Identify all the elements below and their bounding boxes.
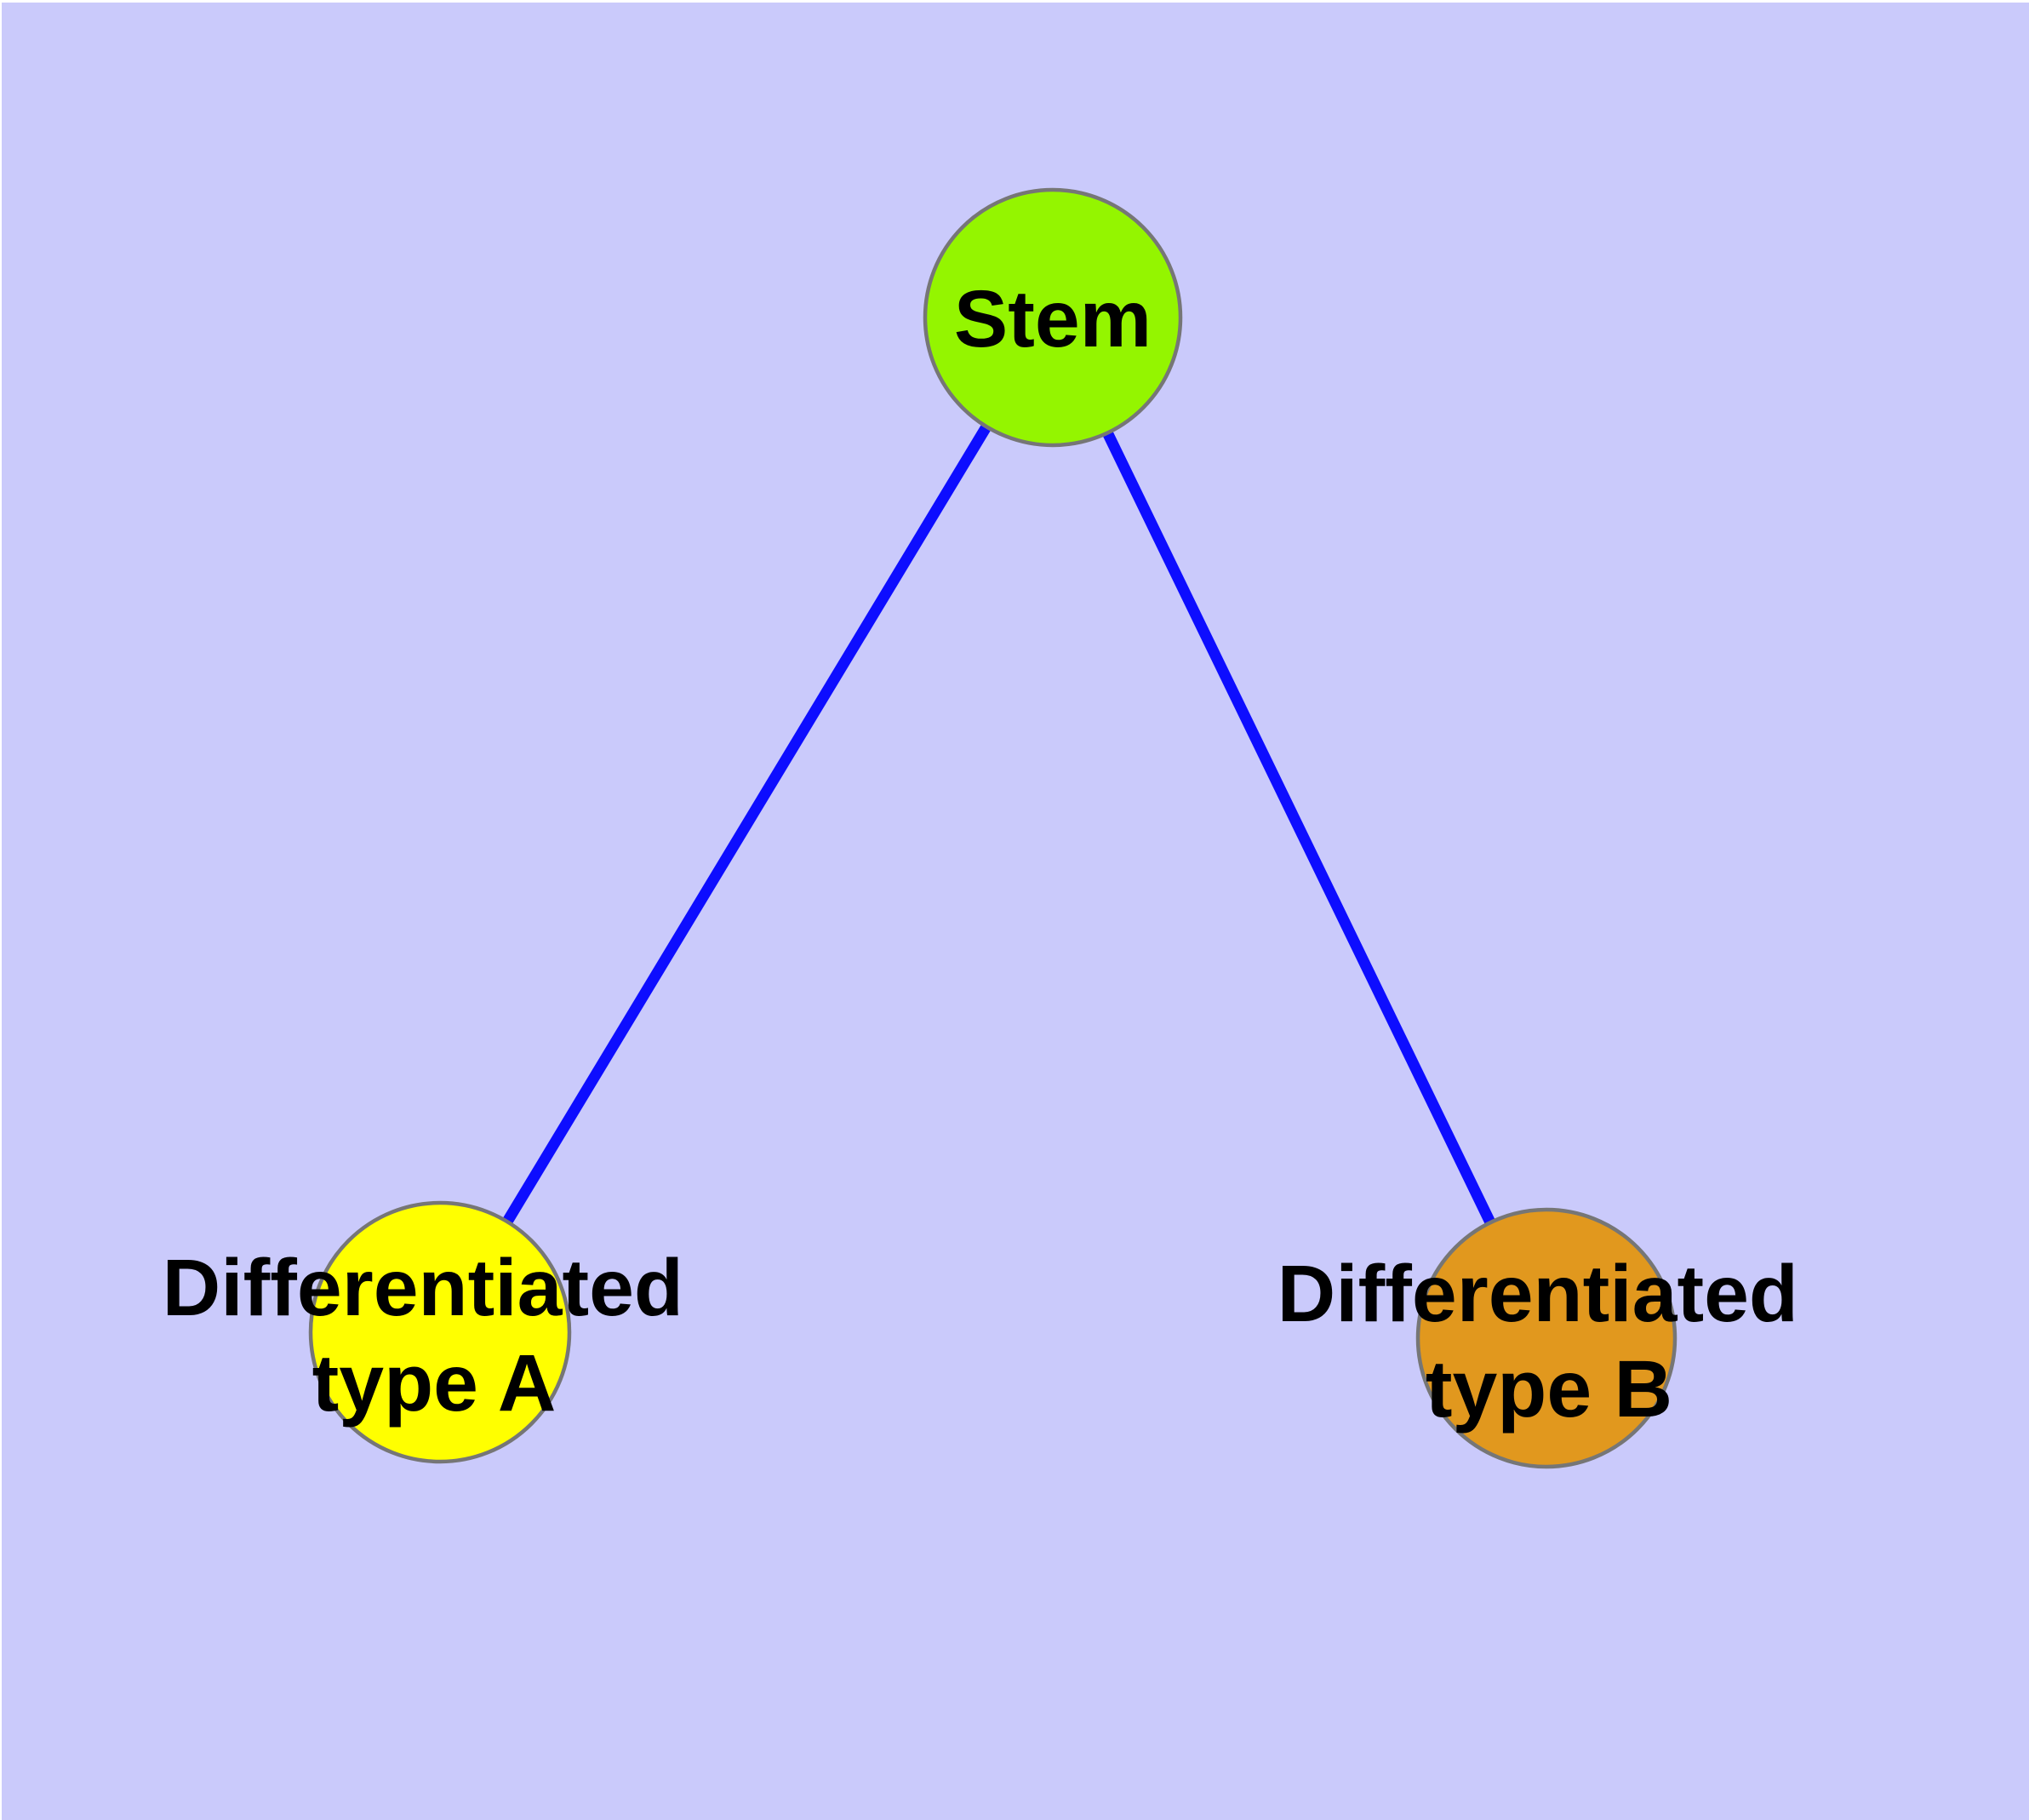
node-type-a-label: Differentiated type A	[163, 1216, 706, 1428]
node-type-b-label-line1: Differentiated	[1277, 1249, 1798, 1339]
node-type-b-label: Differentiated type B	[1277, 1222, 1821, 1434]
node-stem-label: Stem	[954, 274, 1152, 364]
node-type-a-label-line1: Differentiated	[163, 1243, 683, 1333]
edge-stem-to-type-b	[1102, 430, 1495, 1225]
edge-stem-to-type-a	[502, 425, 991, 1225]
node-type-a-circle	[308, 1200, 572, 1464]
node-stem-circle	[923, 187, 1183, 448]
node-type-a-label-line2: type A	[312, 1338, 557, 1428]
node-type-b-label-line2: type B	[1426, 1344, 1672, 1434]
node-type-b-circle	[1415, 1207, 1677, 1469]
